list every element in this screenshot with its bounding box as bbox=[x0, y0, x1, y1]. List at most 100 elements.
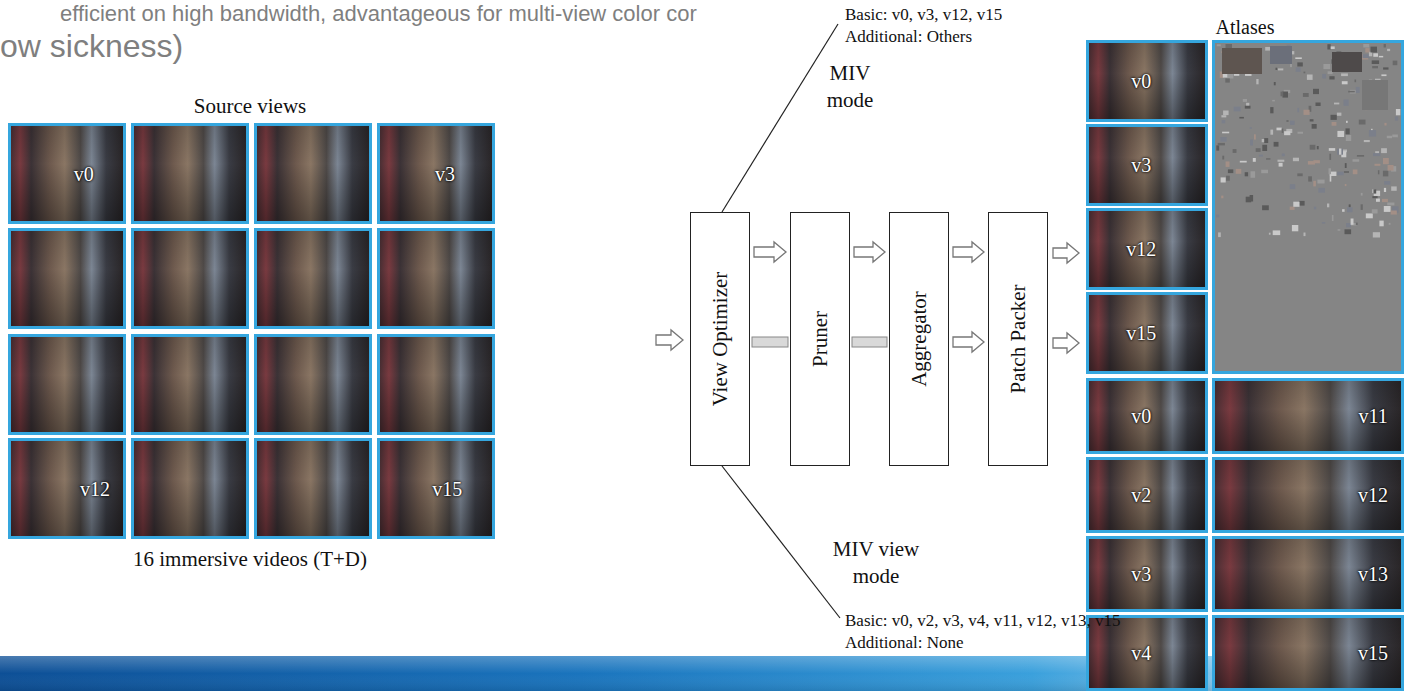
patch-speck bbox=[1346, 121, 1348, 123]
patch-speck bbox=[1297, 62, 1303, 66]
patch-speck bbox=[1383, 171, 1388, 177]
patch-speck bbox=[1345, 184, 1347, 186]
patch-speck bbox=[1329, 154, 1331, 160]
patch-speck bbox=[1221, 115, 1226, 117]
patch-speck bbox=[1297, 108, 1299, 112]
view-label: v15 bbox=[432, 478, 462, 500]
hollow-arrow bbox=[854, 242, 885, 262]
patch-speck bbox=[1278, 68, 1283, 70]
process-box: Patch Packer bbox=[988, 212, 1048, 466]
patch-speck bbox=[1387, 203, 1394, 206]
view-tile: v12 bbox=[1086, 208, 1208, 290]
patch-speck bbox=[1307, 75, 1313, 80]
leader-line bbox=[722, 24, 838, 212]
patch-speck bbox=[1254, 134, 1256, 139]
patch-speck bbox=[1240, 161, 1247, 163]
patch-speck bbox=[1322, 222, 1325, 224]
patch-speck bbox=[1363, 44, 1369, 48]
patch-speck bbox=[1296, 67, 1301, 71]
patch-speck bbox=[1331, 46, 1335, 49]
patch-speck bbox=[1327, 204, 1329, 208]
patch-speck bbox=[1228, 169, 1233, 173]
patch-speck bbox=[1221, 177, 1226, 182]
patch-speck bbox=[1274, 142, 1279, 147]
patch-speck bbox=[1218, 143, 1225, 146]
patch-speck bbox=[1262, 145, 1267, 151]
patch-speck bbox=[1216, 145, 1219, 150]
patch-speck bbox=[1329, 76, 1334, 79]
source-view-tile bbox=[254, 334, 372, 435]
patch-speck bbox=[1317, 180, 1324, 184]
patch-speck bbox=[1221, 196, 1223, 199]
annotation-text: Additional: None bbox=[845, 632, 964, 654]
patch-speck bbox=[1290, 184, 1295, 189]
patch-speck bbox=[1293, 202, 1299, 207]
patch-speck bbox=[1349, 204, 1351, 207]
patch-speck bbox=[1347, 207, 1353, 212]
patch-block bbox=[1362, 80, 1388, 110]
patch-speck bbox=[1223, 111, 1229, 116]
patch-speck bbox=[1364, 140, 1370, 142]
view-label: v15 bbox=[1358, 642, 1388, 664]
patch-speck bbox=[1233, 149, 1237, 153]
patch-speck bbox=[1243, 99, 1247, 102]
view-label: v12 bbox=[80, 478, 110, 500]
annotation-text: Basic: v0, v3, v12, v15 bbox=[845, 4, 1002, 26]
patch-speck bbox=[1327, 44, 1330, 49]
patch-speck bbox=[1372, 189, 1375, 193]
patch-speck bbox=[1373, 232, 1380, 237]
patch-speck bbox=[1361, 204, 1363, 210]
process-box: Aggregator bbox=[889, 212, 949, 466]
patch-speck bbox=[1337, 149, 1343, 155]
view-label: v11 bbox=[1358, 405, 1387, 427]
patch-speck bbox=[1351, 219, 1354, 225]
view-tile: v15 bbox=[1086, 292, 1208, 374]
patch-speck bbox=[1378, 170, 1380, 174]
leader-line bbox=[722, 466, 840, 618]
source-view-tile bbox=[131, 334, 249, 435]
patch-speck bbox=[1383, 67, 1388, 69]
patch-speck bbox=[1312, 124, 1317, 129]
view-tile: v11 bbox=[1212, 378, 1404, 454]
patch-speck bbox=[1266, 158, 1270, 160]
patch-speck bbox=[1222, 132, 1229, 134]
patch-speck bbox=[1269, 233, 1271, 235]
patch-atlas-art bbox=[1212, 40, 1404, 374]
patch-speck bbox=[1276, 68, 1278, 70]
annotation-text: MIV view mode bbox=[826, 536, 926, 591]
process-box: View Optimizer bbox=[690, 212, 750, 466]
patch-speck bbox=[1310, 145, 1316, 150]
view-label: v3 bbox=[435, 163, 455, 185]
annotation-text: efficient on high bandwidth, advantageou… bbox=[60, 0, 697, 29]
patch-speck bbox=[1226, 161, 1230, 167]
patch-speck bbox=[1290, 207, 1295, 210]
patch-speck bbox=[1216, 215, 1219, 218]
patch-speck bbox=[1339, 149, 1341, 155]
bypass-bar bbox=[852, 337, 887, 347]
patch-speck bbox=[1388, 165, 1394, 171]
view-label: v3 bbox=[1131, 154, 1151, 176]
patch-speck bbox=[1272, 100, 1275, 102]
source-view-tile bbox=[377, 228, 495, 329]
source-view-tile bbox=[8, 334, 126, 435]
patch-speck bbox=[1225, 78, 1230, 82]
view-label: v4 bbox=[1131, 642, 1151, 664]
patch-speck bbox=[1256, 148, 1261, 152]
patch-speck bbox=[1348, 91, 1355, 93]
patch-speck bbox=[1329, 168, 1332, 174]
patch-speck bbox=[1234, 107, 1241, 112]
hollow-arrow bbox=[754, 242, 786, 262]
patch-speck bbox=[1342, 209, 1345, 212]
process-label: Patch Packer bbox=[1006, 284, 1031, 393]
patch-speck bbox=[1282, 129, 1284, 133]
annotation-text: ow sickness) bbox=[0, 26, 183, 68]
patch-speck bbox=[1395, 117, 1398, 121]
view-tile: v3 bbox=[1086, 124, 1208, 206]
hollow-arrow bbox=[953, 332, 984, 352]
source-view-tile bbox=[377, 334, 495, 435]
patch-speck bbox=[1376, 199, 1380, 202]
patch-speck bbox=[1328, 71, 1333, 74]
patch-speck bbox=[1372, 66, 1378, 68]
process-label: Aggregator bbox=[907, 291, 932, 387]
